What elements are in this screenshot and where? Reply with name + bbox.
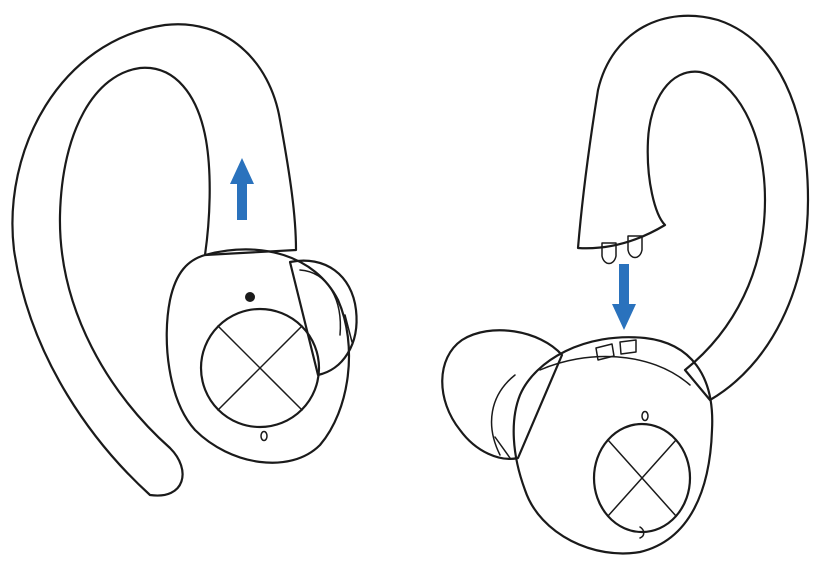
left-touch-panel (199, 307, 321, 429)
right-indicator-light (641, 410, 649, 422)
right-mic-hole (639, 526, 645, 539)
right-ear-tip (441, 329, 564, 460)
left-indicator-light (245, 292, 255, 302)
left-ear-tip (288, 259, 358, 377)
right-touch-panel (592, 422, 692, 534)
right-earbud-shell (512, 336, 714, 555)
left-earbud-shell (165, 248, 351, 464)
right-ear-hook (576, 14, 810, 402)
right-connector-slots (595, 339, 637, 361)
right-figure (441, 14, 810, 555)
left-up-arrow (230, 158, 254, 220)
right-down-arrow (612, 264, 636, 330)
left-figure (11, 23, 358, 497)
left-mic-hole (260, 430, 268, 442)
right-hook-pins (601, 235, 643, 265)
left-ear-hook (11, 23, 298, 497)
